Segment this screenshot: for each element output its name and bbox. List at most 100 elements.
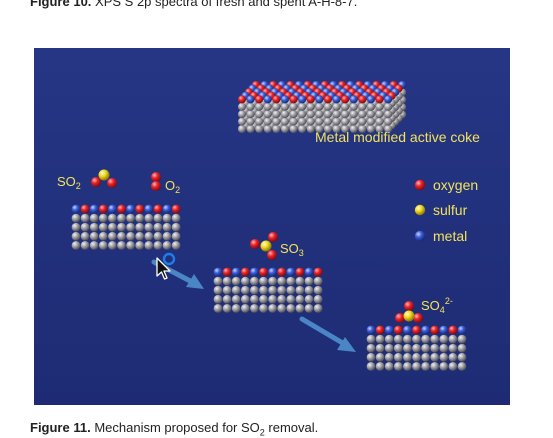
oxygen-atom: [358, 95, 367, 104]
carbon-atom: [439, 362, 449, 371]
metal-atom: [263, 95, 272, 104]
carbon-atom: [324, 110, 332, 119]
carbon-atom: [306, 125, 315, 133]
carbon-atom: [367, 102, 375, 111]
so4-label: SO42-: [421, 296, 453, 315]
carbon-atom: [98, 241, 108, 250]
carbon-atom: [89, 241, 99, 250]
so3-molecule: [250, 232, 278, 260]
metal-atom: [231, 267, 241, 277]
oxygen-atom: [171, 204, 181, 214]
carbon-atom: [108, 231, 117, 241]
carbon-atom: [393, 343, 403, 353]
carbon-atom: [384, 117, 393, 126]
carbon-atom: [358, 102, 367, 111]
metal-swatch-icon: [414, 230, 426, 242]
carbon-atom: [281, 102, 289, 111]
carbon-atom: [71, 213, 81, 223]
figure-10-text: XPS S 2p spectra of fresh and spent A-H-…: [91, 0, 358, 9]
carbon-atom: [448, 343, 458, 353]
oxygen-atom: [413, 313, 423, 323]
carbon-atom: [393, 334, 403, 344]
legend-oxygen: oxygen: [414, 177, 478, 193]
metal-atom: [298, 95, 307, 104]
legend-metal-label: metal: [433, 228, 467, 244]
oxygen-atom: [153, 204, 163, 214]
metal-atom: [384, 95, 393, 104]
carbon-atom: [439, 334, 449, 344]
metal-atom: [286, 267, 296, 277]
carbon-atom: [231, 285, 241, 295]
carbon-atom: [281, 125, 289, 133]
carbon-atom: [246, 110, 255, 119]
carbon-atom: [430, 334, 440, 344]
carbon-atom: [255, 125, 264, 133]
carbon-atom: [324, 102, 332, 111]
carbon-atom: [153, 241, 163, 250]
diagram-title: Metal modified active coke: [315, 129, 480, 145]
oxygen-atom: [272, 95, 281, 104]
carbon-atom: [341, 125, 350, 133]
carbon-atom: [222, 294, 232, 304]
carbon-atom: [332, 102, 341, 111]
carbon-atom: [80, 241, 90, 250]
carbon-atom: [430, 343, 440, 353]
carbon-atom: [144, 222, 154, 232]
carbon-atom: [263, 110, 272, 119]
legend-sulfur-label: sulfur: [433, 202, 468, 218]
step-arrow-2: [299, 316, 356, 352]
carbon-atom: [313, 304, 323, 313]
carbon-atom: [89, 213, 99, 223]
carbon-atom: [126, 222, 135, 232]
carbon-atom: [162, 231, 172, 241]
carbon-atom: [306, 110, 315, 119]
carbon-atom: [238, 117, 246, 126]
carbon-atom: [315, 110, 324, 119]
oxygen-atom: [430, 325, 440, 335]
carbon-atom: [421, 362, 430, 371]
carbon-atom: [263, 102, 272, 111]
carbon-atom: [277, 285, 287, 295]
carbon-atom: [332, 125, 341, 133]
carbon-atom: [289, 125, 298, 133]
so3-label: SO3: [280, 241, 304, 258]
carbon-atom: [403, 362, 412, 371]
oxygen-atom: [259, 267, 268, 277]
carbon-atom: [238, 102, 246, 111]
carbon-atom: [259, 304, 268, 313]
carbon-atom: [457, 362, 467, 371]
sulfur-atom: [403, 310, 415, 322]
carbon-atom: [240, 276, 250, 286]
metal-atom: [457, 325, 467, 335]
carbon-atom: [231, 294, 241, 304]
carbon-atom: [306, 117, 315, 126]
carbon-atom: [324, 125, 332, 133]
oxygen-atom: [313, 267, 323, 277]
carbon-atom: [366, 343, 376, 353]
carbon-atom: [108, 213, 117, 223]
oxygen-atom: [151, 172, 161, 182]
carbon-atom: [263, 117, 272, 126]
carbon-atom: [393, 362, 403, 371]
carbon-atom: [126, 213, 135, 223]
carbon-atom: [421, 334, 430, 344]
figure-11-tail: removal.: [264, 420, 319, 435]
carbon-atom: [412, 343, 421, 353]
carbon-atom: [222, 304, 232, 313]
carbon-atom: [375, 352, 385, 362]
o2-molecule: [151, 172, 161, 191]
carbon-atom: [89, 231, 99, 241]
metal-atom: [315, 95, 324, 104]
carbon-atom: [126, 231, 135, 241]
carbon-atom: [80, 213, 90, 223]
figure-11-text: Mechanism proposed for SO: [90, 420, 260, 435]
carbon-atom: [98, 231, 108, 241]
carbon-atom: [375, 117, 384, 126]
carbon-atom: [171, 222, 181, 232]
carbon-atom: [98, 213, 108, 223]
carbon-atom: [349, 110, 358, 119]
carbon-atom: [324, 117, 332, 126]
metal-atom: [366, 325, 376, 335]
carbon-atom: [332, 110, 341, 119]
carbon-atom: [246, 102, 255, 111]
